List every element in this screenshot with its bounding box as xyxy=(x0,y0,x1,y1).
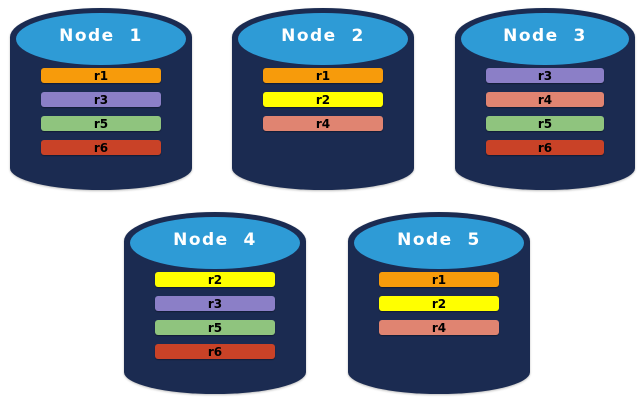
replica-r6[interactable]: r6 xyxy=(485,140,605,156)
replica-r1[interactable]: r1 xyxy=(262,68,384,84)
replica-r3[interactable]: r3 xyxy=(485,68,605,84)
cylinder-top-ellipse xyxy=(129,216,301,270)
replica-r2[interactable]: r2 xyxy=(378,296,500,312)
replica-r5[interactable]: r5 xyxy=(154,320,276,336)
replica-r3[interactable]: r3 xyxy=(154,296,276,312)
node-1-replica-list: r1 r3 r5 r6 xyxy=(10,68,192,156)
node-4-replica-list: r2 r3 r5 r6 xyxy=(124,272,306,360)
replica-r2[interactable]: r2 xyxy=(262,92,384,108)
cylinder-top-ellipse xyxy=(15,12,187,66)
cylinder-top-ellipse xyxy=(237,12,409,66)
replica-r4[interactable]: r4 xyxy=(262,116,384,132)
replica-r2[interactable]: r2 xyxy=(154,272,276,288)
node-2-replica-list: r1 r2 r4 xyxy=(232,68,414,132)
replica-r6[interactable]: r6 xyxy=(154,344,276,360)
node-3-replica-list: r3 r4 r5 r6 xyxy=(455,68,635,156)
replica-r6[interactable]: r6 xyxy=(40,140,162,156)
cylinder-top-ellipse xyxy=(353,216,525,270)
node-5-replica-list: r1 r2 r4 xyxy=(348,272,530,336)
replica-r5[interactable]: r5 xyxy=(40,116,162,132)
replica-r3[interactable]: r3 xyxy=(40,92,162,108)
replica-r1[interactable]: r1 xyxy=(40,68,162,84)
replica-r4[interactable]: r4 xyxy=(485,92,605,108)
replica-r5[interactable]: r5 xyxy=(485,116,605,132)
cylinder-top-ellipse xyxy=(460,12,630,66)
replica-r1[interactable]: r1 xyxy=(378,272,500,288)
replica-r4[interactable]: r4 xyxy=(378,320,500,336)
